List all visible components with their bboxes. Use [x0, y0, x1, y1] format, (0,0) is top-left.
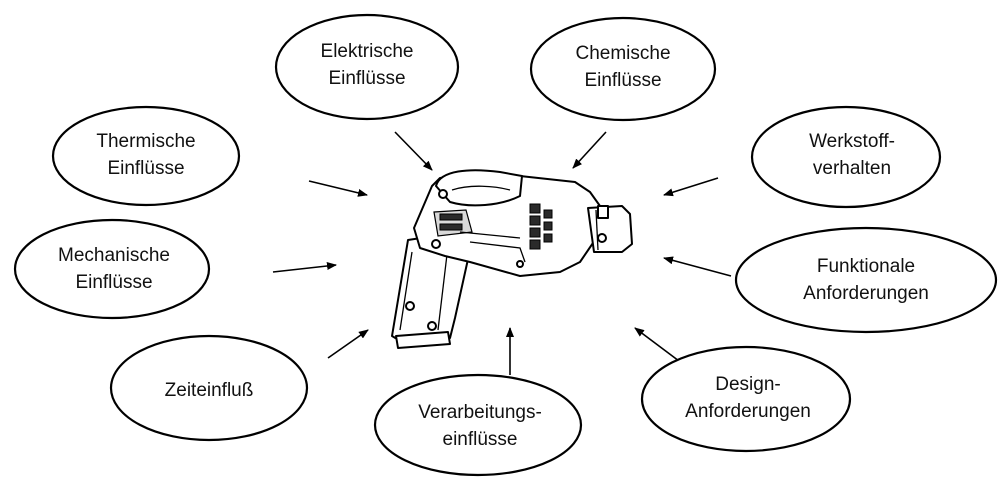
bubble-chemisch: Chemische Einflüsse: [529, 16, 717, 122]
bubble-mechanisch-line-2: Einflüsse: [75, 272, 152, 293]
drill-top-handle: [435, 169, 523, 207]
bubble-mechanisch: Mechanische Einflüsse: [13, 218, 211, 320]
drill-button-1: [529, 203, 541, 214]
drill-button-4: [529, 239, 541, 250]
bubble-werkstoff-line-1: Werkstoff-: [809, 131, 895, 152]
bubble-thermisch-line-1: Thermische: [96, 131, 195, 152]
bubble-thermisch-line-2: Einflüsse: [107, 158, 184, 179]
bubble-funktional-line-2: Anforderungen: [803, 283, 929, 304]
drill-button-3: [529, 227, 541, 238]
bubble-funktional: Funktionale Anforderungen: [734, 226, 998, 334]
bubble-zeit-line-1: Zeiteinfluß: [165, 380, 254, 401]
bubble-design-line-1: Design-: [715, 374, 780, 395]
arrow-thermisch: [308, 180, 368, 197]
bubble-werkstoff: Werkstoff- verhalten: [750, 105, 942, 209]
bubble-verarbeitung-line-2: einflüsse: [443, 429, 518, 450]
arrow-chemisch: [572, 131, 607, 169]
bubble-elektrisch-line-2: Einflüsse: [328, 68, 405, 89]
bubble-verarbeitung-line-1: Verarbeitungs-: [418, 402, 542, 423]
bubble-chemisch-line-1: Chemische: [575, 43, 670, 64]
drill-chuck: [587, 205, 633, 253]
arrow-zeit: [327, 329, 369, 359]
drill-screw: [438, 189, 448, 199]
bubble-mechanisch-line-1: Mechanische: [58, 245, 170, 266]
bubble-elektrisch: Elektrische Einflüsse: [274, 13, 460, 121]
bubble-chemisch-line-2: Einflüsse: [584, 70, 661, 91]
bubble-zeit: Zeiteinfluß: [109, 334, 309, 442]
bubble-design-line-2: Anforderungen: [685, 401, 811, 422]
bubble-funktional-line-1: Funktionale: [817, 256, 915, 277]
bubble-verarbeitung: Verarbeitungs- einflüsse: [373, 373, 583, 477]
arrow-werkstoff: [663, 177, 719, 197]
arrow-mechanisch: [272, 262, 337, 273]
bubble-werkstoff-line-2: verhalten: [813, 158, 891, 179]
arrow-design: [634, 327, 684, 365]
arrow-funktional: [663, 256, 732, 277]
drill-grip-base: [395, 331, 451, 349]
bubble-thermisch: Thermische Einflüsse: [51, 105, 241, 207]
drill-button-2: [529, 215, 541, 226]
bubble-elektrisch-line-1: Elektrische: [321, 41, 414, 62]
drill-housing-illustration: [391, 169, 633, 349]
arrow-elektrisch: [394, 131, 433, 171]
bubble-design: Design- Anforderungen: [640, 345, 852, 453]
arrows: [272, 131, 732, 375]
